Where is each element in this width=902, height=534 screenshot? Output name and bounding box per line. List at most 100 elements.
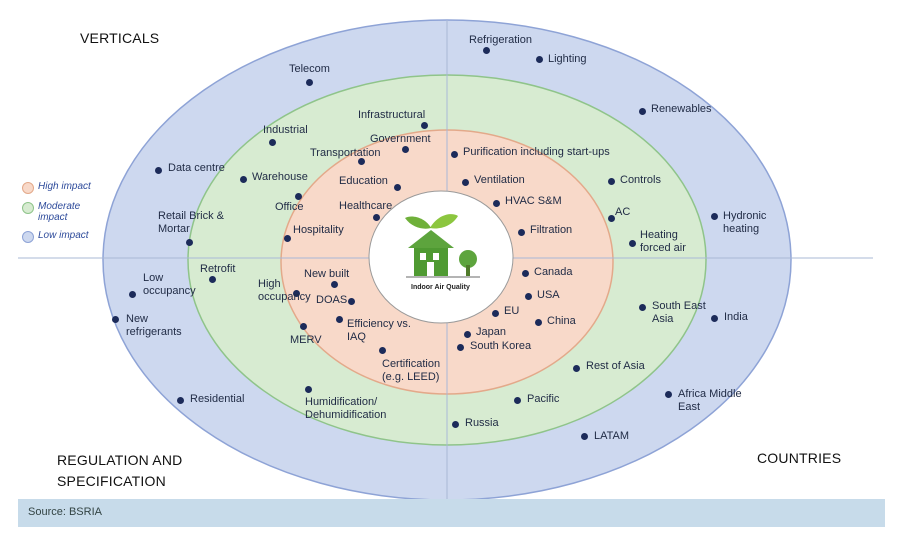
item-dot [240, 176, 247, 183]
item-label-russia: Russia [465, 417, 499, 429]
item-dot [608, 215, 615, 222]
item-dot [457, 344, 464, 351]
quadrant-title-regulation: REGULATION AND SPECIFICATION [57, 452, 183, 489]
item-dot [421, 122, 428, 129]
item-label-transportation: Transportation [310, 147, 381, 159]
item-dot [451, 151, 458, 158]
item-dot [186, 239, 193, 246]
item-dot [269, 139, 276, 146]
item-dot [514, 397, 521, 404]
item-dot [402, 146, 409, 153]
item-dot [525, 293, 532, 300]
item-dot [581, 433, 588, 440]
item-dot [639, 108, 646, 115]
item-dot [711, 315, 718, 322]
item-label-india: India [724, 311, 748, 323]
item-label-controls: Controls [620, 174, 661, 186]
legend-item-moderate: Moderate impact [22, 201, 80, 223]
item-label-ventilation: Ventilation [474, 174, 525, 186]
item-dot [573, 365, 580, 372]
item-label-humidification: Humidification/ Dehumidification [305, 396, 387, 421]
item-dot [209, 276, 216, 283]
item-dot [462, 179, 469, 186]
item-label-usa: USA [537, 289, 560, 301]
item-dot [295, 193, 302, 200]
item-dot [348, 298, 355, 305]
item-dot [629, 240, 636, 247]
item-label-latam: LATAM [594, 430, 630, 442]
legend-label: High impact [38, 181, 91, 192]
item-label-filtration: Filtration [530, 224, 573, 236]
item-label-eu: EU [504, 305, 520, 317]
legend-label: Moderate impact [38, 201, 81, 223]
item-dot [518, 229, 525, 236]
item-label-efficiency-iaq: Efficiency vs. IAQ [347, 318, 411, 343]
item-dot [336, 316, 343, 323]
item-label-data-centre: Data centre [168, 162, 225, 174]
item-label-certification: Certification (e.g. LEED) [382, 358, 441, 383]
item-dot [522, 270, 529, 277]
item-dot [665, 391, 672, 398]
legend-label: Low impact [38, 230, 89, 241]
item-dot [535, 319, 542, 326]
item-label-renewables: Renewables [651, 103, 712, 115]
item-label-purification: Purification including start-ups [463, 146, 610, 158]
item-label-hydronic-heating: Hydronic heating [723, 210, 767, 235]
item-dot [129, 291, 136, 298]
legend-item-high: High impact [22, 181, 91, 194]
item-label-new-refrigerants: New refrigerants [126, 313, 182, 338]
item-dot [155, 167, 162, 174]
item-dot [452, 421, 459, 428]
item-dot [305, 386, 312, 393]
item-dot [492, 310, 499, 317]
item-dot [536, 56, 543, 63]
item-label-pacific: Pacific [527, 393, 560, 405]
item-dot [464, 331, 471, 338]
item-label-merv: MERV [290, 334, 322, 346]
item-label-residential: Residential [190, 393, 245, 405]
house-icon [405, 214, 480, 278]
legend-swatch-low [22, 231, 34, 243]
item-label-industrial: Industrial [263, 124, 308, 136]
item-dot [284, 235, 291, 242]
item-dot [331, 281, 338, 288]
item-label-warehouse: Warehouse [252, 171, 308, 183]
item-label-office: Office [275, 201, 304, 213]
item-dot [483, 47, 490, 54]
item-dot [639, 304, 646, 311]
item-label-rest-of-asia: Rest of Asia [586, 360, 645, 372]
item-dot [358, 158, 365, 165]
item-label-telecom: Telecom [289, 63, 330, 75]
item-dot [493, 200, 500, 207]
item-dot [711, 213, 718, 220]
item-label-south-korea: South Korea [470, 340, 532, 352]
item-dot [394, 184, 401, 191]
item-dot [293, 290, 300, 297]
item-dot [112, 316, 119, 323]
legend-item-low: Low impact [22, 230, 89, 243]
item-label-refrigeration: Refrigeration [469, 34, 532, 46]
item-label-ac: AC [615, 206, 631, 218]
item-label-hospitality: Hospitality [293, 224, 344, 236]
item-dot [177, 397, 184, 404]
item-label-china: China [547, 315, 576, 327]
source-text: Source: BSRIA [28, 506, 102, 518]
quadrant-title-countries: COUNTRIES [757, 450, 842, 466]
item-dot [379, 347, 386, 354]
source-bar: Source: BSRIA [18, 499, 885, 527]
item-label-healthcare: Healthcare [339, 200, 393, 212]
item-dot [373, 214, 380, 221]
item-label-doas: DOAS [316, 294, 348, 306]
item-label-retrofit: Retrofit [200, 263, 236, 275]
item-dot [306, 79, 313, 86]
item-label-hvac-sm: HVAC S&M [505, 195, 562, 207]
item-label-retail: Retail Brick & Mortar [158, 210, 225, 235]
center-label: Indoor Air Quality [411, 284, 470, 291]
item-label-infrastructural: Infrastructural [358, 109, 426, 121]
item-label-low-occupancy: Low occupancy [143, 272, 196, 297]
item-dot [608, 178, 615, 185]
item-label-high-occupancy: High occupancy [258, 278, 311, 303]
item-label-education: Education [339, 175, 388, 187]
item-label-africa-middle-east: Africa Middle East [678, 388, 742, 413]
